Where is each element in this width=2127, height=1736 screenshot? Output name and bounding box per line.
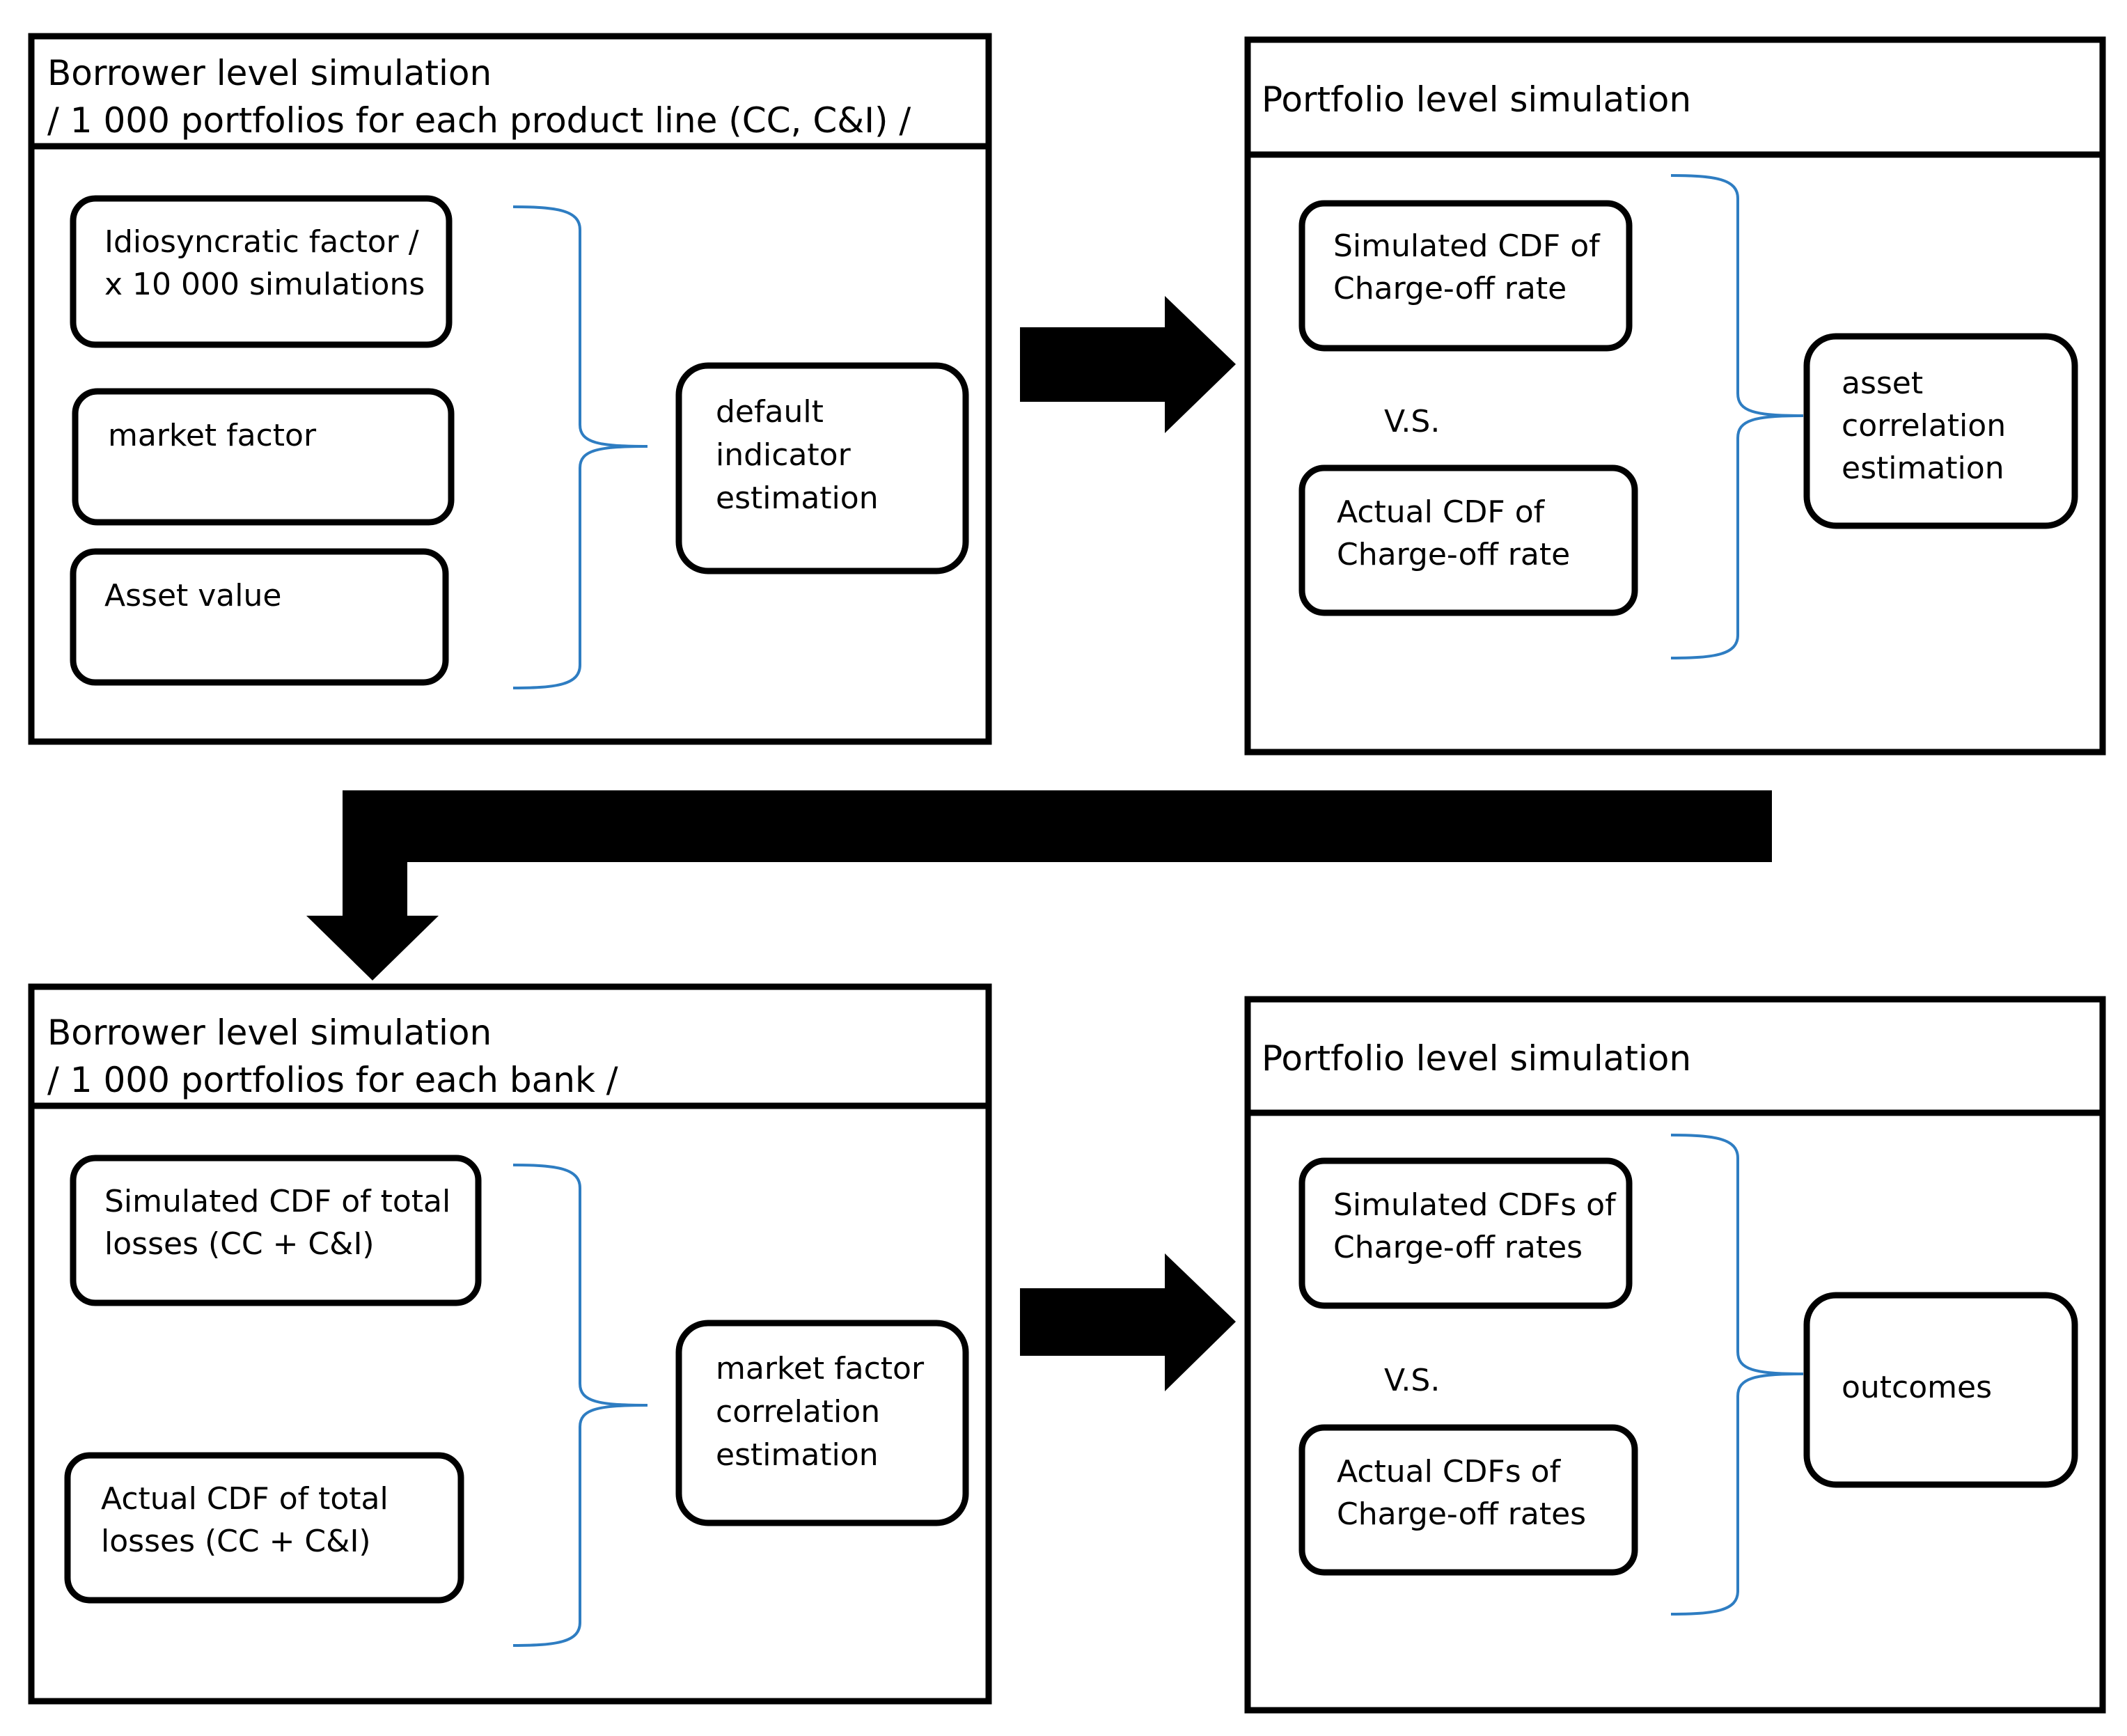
market-factor-correlation-line2: correlation (716, 1394, 880, 1430)
actual-cdfs-box: Actual CDFs of Charge-off rates (1298, 1424, 1638, 1576)
asset-correlation-estimation-box: asset correlation estimation (1803, 333, 2078, 529)
top-right-header-frame (1244, 36, 2106, 158)
actual-total-losses-line2: losses (CC + C&I) (101, 1524, 371, 1559)
bottom-left-panel: Borrower level simulation / 1 000 portfo… (28, 983, 992, 1705)
actual-total-losses-box: Actual CDF of total losses (CC + C&I) (64, 1452, 464, 1604)
market-factor-correlation-estimation-box: market factor correlation estimation (675, 1320, 969, 1526)
idiosyncratic-factor-line2: x 10 000 simulations (104, 267, 425, 302)
bottom-right-header-frame (1244, 996, 2106, 1116)
market-factor-label: market factor (108, 418, 317, 453)
bottom-left-header-frame (28, 983, 992, 1109)
simulated-cdf-line1: Simulated CDF of (1333, 228, 1601, 264)
bottom-right-brace (1670, 1134, 1804, 1616)
top-left-header-line1: Borrower level simulation (47, 53, 492, 93)
elbow-return-arrow (306, 790, 1772, 980)
outcomes-box: outcomes (1803, 1292, 2078, 1488)
actual-cdf-line1: Actual CDF of (1337, 494, 1546, 530)
market-factor-box: market factor (72, 388, 455, 526)
top-left-panel: Borrower level simulation / 1 000 portfo… (28, 33, 992, 745)
asset-correlation-line1: asset (1842, 366, 1923, 401)
simulated-cdfs-line1: Simulated CDFs of (1333, 1187, 1617, 1223)
simulated-cdf-line2: Charge-off rate (1333, 271, 1567, 306)
top-vs-label: V.S. (1384, 404, 1440, 439)
top-right-brace (1670, 174, 1804, 659)
idiosyncratic-factor-box: Idiosyncratic factor / x 10 000 simulati… (70, 195, 453, 348)
top-left-header-frame (28, 33, 992, 150)
simulated-cdf-box: Simulated CDF of Charge-off rate (1298, 200, 1633, 352)
top-right-panel: Portfolio level simulation Simulated CDF… (1244, 36, 2106, 756)
simulated-cdfs-line2: Charge-off rates (1333, 1230, 1583, 1265)
asset-correlation-line2: correlation (1842, 408, 2006, 444)
actual-cdf-box: Actual CDF of Charge-off rate (1298, 464, 1638, 616)
bottom-left-header-line1: Borrower level simulation (47, 1012, 492, 1053)
simulated-cdfs-box: Simulated CDFs of Charge-off rates (1298, 1157, 1633, 1309)
top-right-arrow (1020, 296, 1236, 433)
bottom-left-header-line2: / 1 000 portfolios for each bank / (47, 1060, 618, 1100)
default-indicator-line2: indicator (716, 437, 851, 473)
default-indicator-line3: estimation (716, 480, 879, 516)
simulated-total-losses-line2: losses (CC + C&I) (104, 1226, 375, 1262)
actual-cdf-line2: Charge-off rate (1337, 537, 1570, 572)
simulated-total-losses-box: Simulated CDF of total losses (CC + C&I) (70, 1155, 482, 1306)
default-indicator-estimation-box: default indicator estimation (675, 362, 969, 574)
top-left-brace (512, 205, 648, 689)
bottom-right-arrow (1020, 1253, 1236, 1391)
actual-cdfs-line2: Charge-off rates (1337, 1496, 1586, 1532)
bottom-right-panel: Portfolio level simulation Simulated CDF… (1244, 996, 2106, 1714)
idiosyncratic-factor-line1: Idiosyncratic factor / (104, 224, 419, 260)
bottom-vs-label: V.S. (1384, 1363, 1440, 1398)
bottom-right-header: Portfolio level simulation (1262, 1038, 1691, 1079)
market-factor-correlation-line1: market factor (716, 1351, 925, 1386)
actual-total-losses-line1: Actual CDF of total (101, 1481, 388, 1517)
simulated-total-losses-line1: Simulated CDF of total (104, 1184, 450, 1219)
asset-value-box: Asset value (70, 548, 449, 686)
default-indicator-line1: default (716, 394, 824, 430)
actual-cdfs-line1: Actual CDFs of (1337, 1454, 1562, 1489)
outcomes-label: outcomes (1842, 1370, 1992, 1405)
market-factor-correlation-line3: estimation (716, 1437, 879, 1473)
top-left-header-line2: / 1 000 portfolios for each product line… (47, 100, 911, 141)
asset-correlation-line3: estimation (1842, 451, 2004, 486)
asset-value-label: Asset value (104, 578, 281, 613)
top-right-header: Portfolio level simulation (1262, 79, 1691, 120)
bottom-left-brace (512, 1164, 648, 1647)
